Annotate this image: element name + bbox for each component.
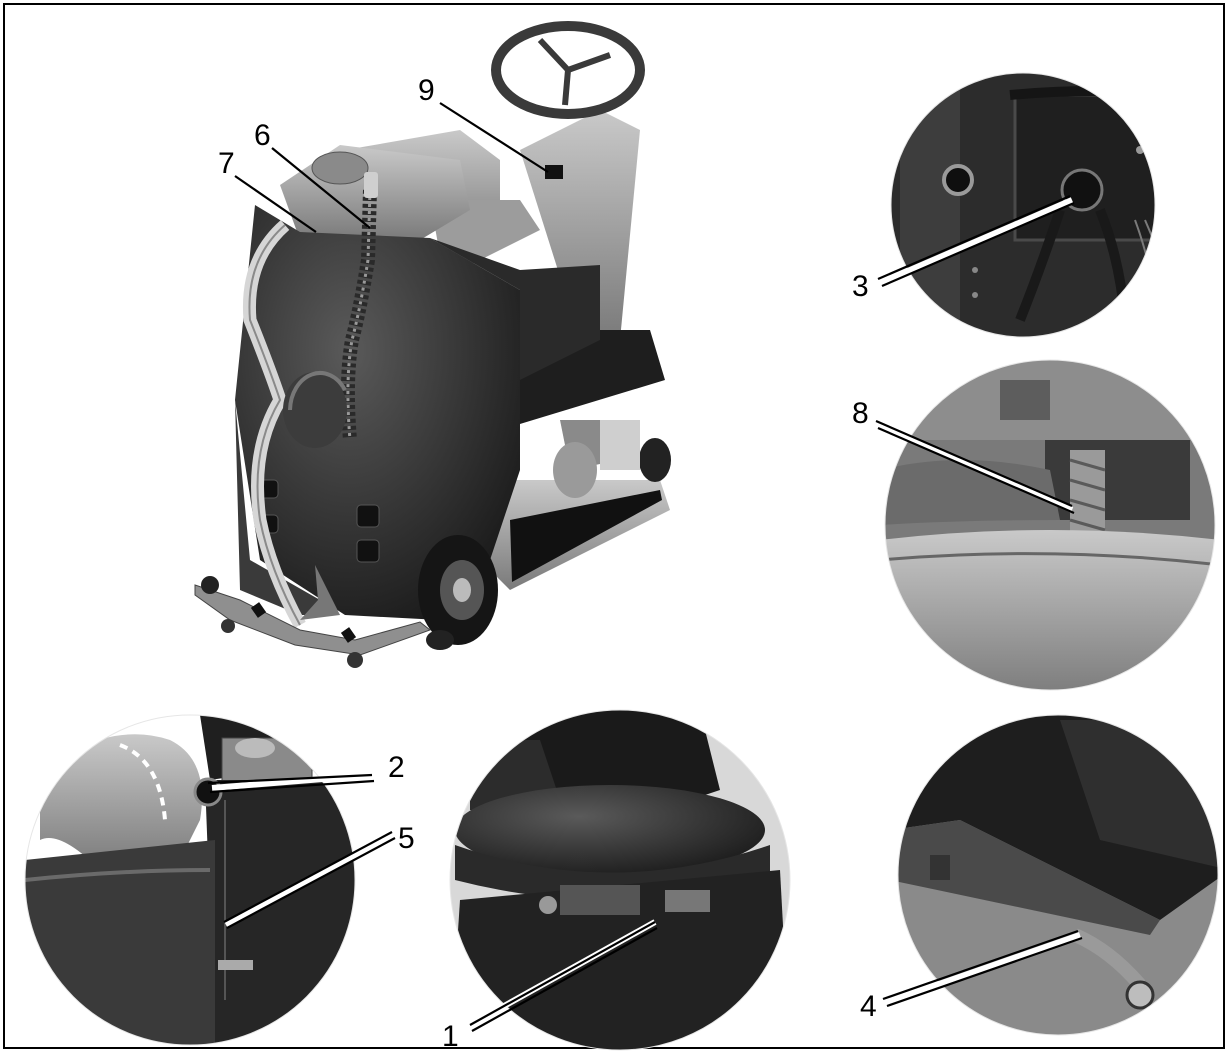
detail-4-panel [898,715,1218,1035]
callout-7: 7 [218,147,235,180]
callout-3: 3 [852,270,869,303]
leader-lines [207,102,1083,1032]
callout-1: 1 [442,1020,459,1053]
steering-wheel [491,21,645,119]
operator-seat [455,785,765,875]
callout-8: 8 [852,397,869,430]
detail-8-panel [885,360,1215,690]
detail-1-panel [450,710,790,1050]
callout-6: 6 [254,119,271,152]
callout-2: 2 [388,751,405,784]
scrubber-dryer-machine [194,21,671,668]
callout-numbers: 9 6 7 3 8 2 5 1 4 [218,74,877,1053]
callout-9: 9 [418,74,435,107]
callout-4: 4 [860,990,877,1023]
callout-5: 5 [398,822,415,855]
